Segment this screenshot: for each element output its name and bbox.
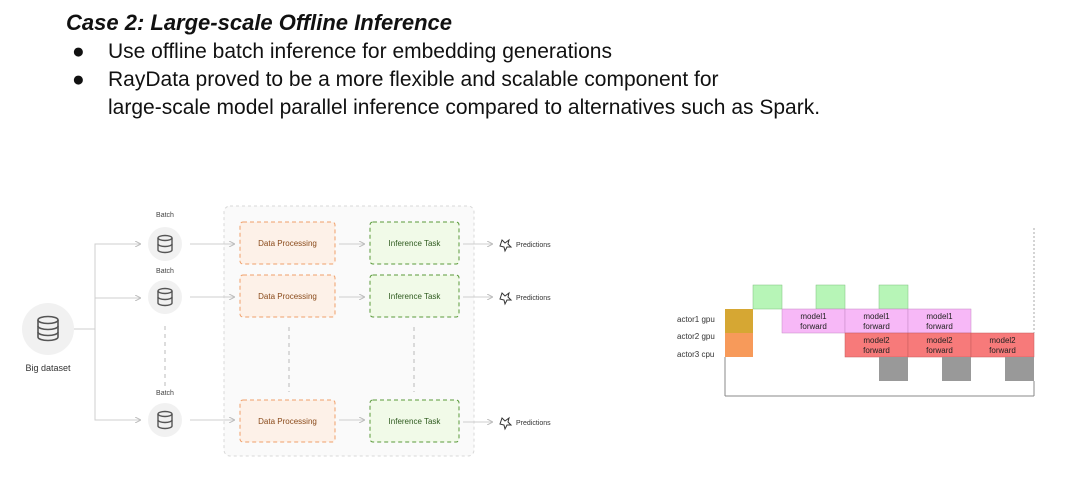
processing-box-1: Data Processing <box>239 221 336 265</box>
timeline-block-green <box>752 284 783 310</box>
model2-label-line1: model2 <box>863 336 890 345</box>
inference-box <box>369 221 460 265</box>
big-dataset-label: Big dataset <box>25 363 71 373</box>
bullet-dot: ● <box>72 40 85 63</box>
model2-label-line2: forward <box>989 346 1016 355</box>
model2-block-2: model2 forward <box>907 332 972 358</box>
model2-label-line2: forward <box>926 346 953 355</box>
processing-label: Data Processing <box>258 417 317 426</box>
inference-box <box>369 274 460 318</box>
model1-block <box>781 308 846 334</box>
database-icon <box>157 410 173 430</box>
predictions-label: Predictions <box>516 420 551 427</box>
database-icon <box>157 234 173 254</box>
timeline-block-gray <box>879 357 908 381</box>
row-label-actor3: actor3 cpu <box>677 350 714 359</box>
bullet-2-text: RayData proved to be a more flexible and… <box>108 68 719 91</box>
batch-label: Batch <box>156 212 174 219</box>
batch-node-2: Batch <box>148 268 182 314</box>
timeline-block-green <box>815 284 846 310</box>
model2-block <box>907 332 972 358</box>
inference-label: Inference Task <box>389 239 442 248</box>
batch-label: Batch <box>156 390 174 397</box>
row-label-actor2: actor2 gpu <box>677 332 715 341</box>
timeline-block-gold <box>725 309 753 333</box>
batch-node-3: Batch <box>148 390 182 437</box>
timeline-block-orange <box>725 333 753 357</box>
model1-label-line1: model1 <box>926 312 953 321</box>
timeline-diagram: actor1 gpu actor2 gpu actor3 cpu model1 … <box>677 228 1035 397</box>
row-label-actor1: actor1 gpu <box>677 315 715 324</box>
inference-label: Inference Task <box>389 292 442 301</box>
bullet-1-text: Use offline batch inference for embeddin… <box>108 40 612 63</box>
inference-to-prediction-arrows <box>463 244 492 422</box>
inference-box-1: Inference Task <box>369 221 460 265</box>
model1-label-line1: model1 <box>863 312 890 321</box>
big-dataset-node: Big dataset <box>22 303 74 373</box>
processing-to-inference-arrows <box>339 244 364 420</box>
inference-box-2: Inference Task <box>369 274 460 318</box>
sparkle-icon <box>499 291 513 306</box>
inference-label: Inference Task <box>389 417 442 426</box>
batch-circle <box>148 403 182 437</box>
model1-label-line2: forward <box>800 322 827 331</box>
model1-block-1: model1 forward <box>781 308 846 334</box>
batch-label: Batch <box>156 268 174 275</box>
processing-box <box>239 399 336 443</box>
bullet-2-continuation: large-scale model parallel inference com… <box>108 96 821 119</box>
sparkle-icon <box>499 416 513 431</box>
processing-label: Data Processing <box>258 239 317 248</box>
batch-circle <box>148 280 182 314</box>
batch-circle <box>148 227 182 261</box>
model1-label-line1: model1 <box>800 312 827 321</box>
model1-label-line2: forward <box>926 322 953 331</box>
model2-label-line2: forward <box>863 346 890 355</box>
database-icon <box>157 287 173 307</box>
model2-label-line1: model2 <box>926 336 953 345</box>
processing-panel <box>223 205 475 457</box>
dataset-connectors <box>74 244 140 420</box>
model1-block-2: model1 forward <box>844 308 909 334</box>
prediction-2: Predictions <box>499 291 551 306</box>
model2-block-3: model2 forward <box>970 332 1035 358</box>
prediction-3: Predictions <box>499 416 551 431</box>
model1-block-3: model1 forward <box>907 308 972 334</box>
timeline-block-gray <box>942 357 971 381</box>
batch-to-processing-arrows <box>190 244 234 420</box>
timeline-block-green <box>878 284 909 310</box>
processing-box-3: Data Processing <box>239 399 336 443</box>
model1-label-line2: forward <box>863 322 890 331</box>
predictions-label: Predictions <box>516 242 551 249</box>
model1-block <box>907 308 972 334</box>
prediction-1: Predictions <box>499 238 551 253</box>
processing-box <box>239 274 336 318</box>
slide-title: Case 2: Large-scale Offline Inference <box>66 10 452 35</box>
batch-node-1: Batch <box>148 212 182 261</box>
predictions-label: Predictions <box>516 295 551 302</box>
bullet-2: ● RayData proved to be a more flexible a… <box>72 66 719 94</box>
model2-block <box>970 332 1035 358</box>
sparkle-icon <box>499 238 513 253</box>
processing-box-2: Data Processing <box>239 274 336 318</box>
inference-box <box>369 399 460 443</box>
model2-label-line1: model2 <box>989 336 1016 345</box>
bullet-1: ● Use offline batch inference for embedd… <box>72 38 612 66</box>
inference-box-3: Inference Task <box>369 399 460 443</box>
timeline-block-gray <box>1005 357 1034 381</box>
model2-block-1: model2 forward <box>844 332 909 358</box>
bullet-dot: ● <box>72 68 85 91</box>
processing-label: Data Processing <box>258 292 317 301</box>
pipeline-diagram: Big dataset Batch Batch <box>22 205 551 457</box>
database-icon <box>37 315 59 342</box>
processing-box <box>239 221 336 265</box>
model2-block <box>844 332 909 358</box>
